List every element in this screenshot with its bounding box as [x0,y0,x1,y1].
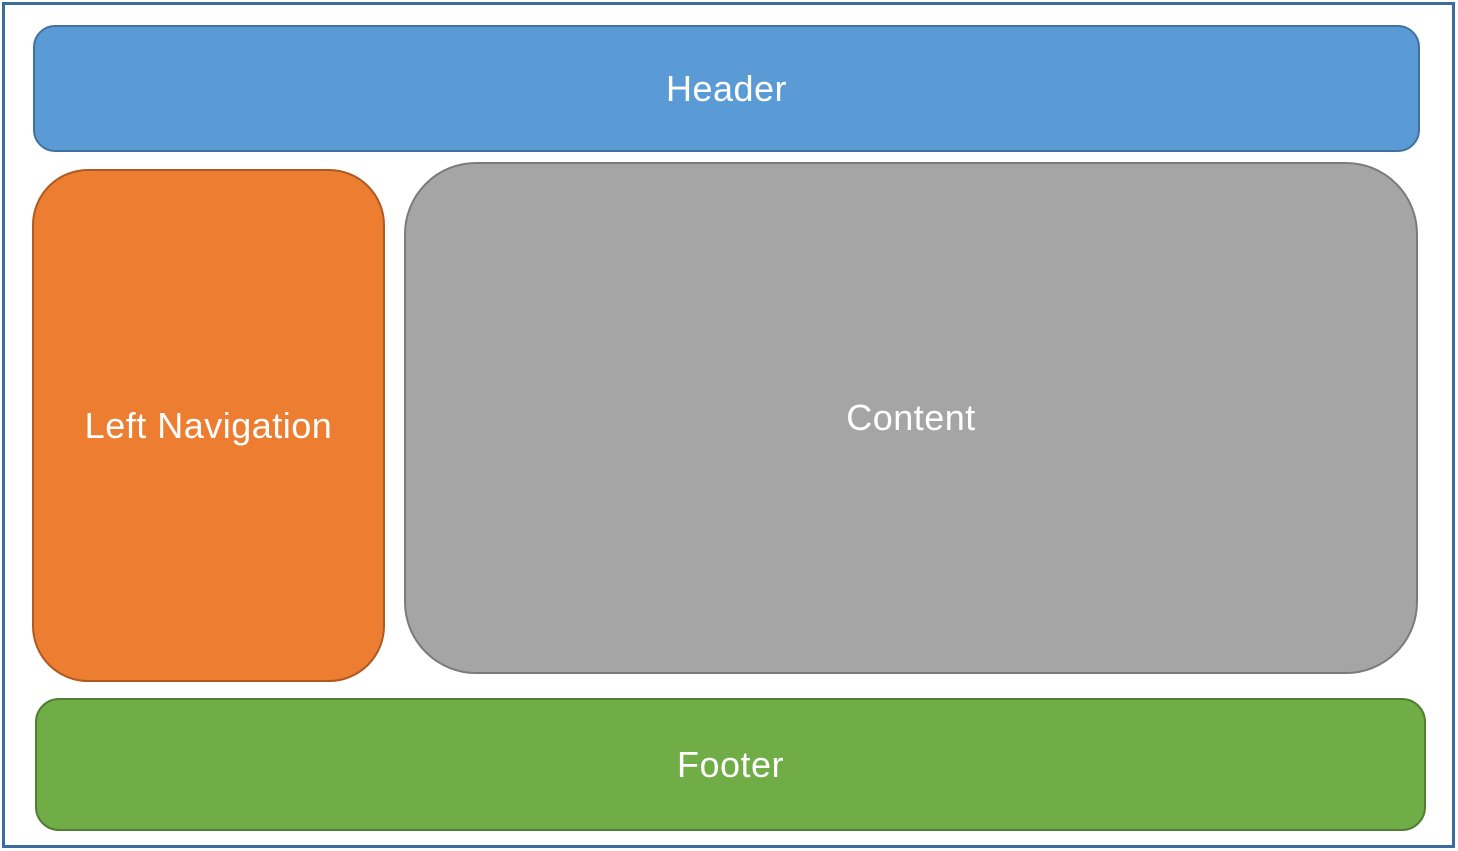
left-navigation-region-label: Left Navigation [84,404,333,446]
content-region-label: Content [846,397,976,438]
header-region: Header [33,25,1420,152]
footer-region: Footer [35,698,1426,831]
left-navigation-region: Left Navigation [32,169,385,682]
footer-region-label: Footer [676,743,785,785]
content-region: Content [404,162,1418,674]
header-region-label: Header [665,67,788,109]
